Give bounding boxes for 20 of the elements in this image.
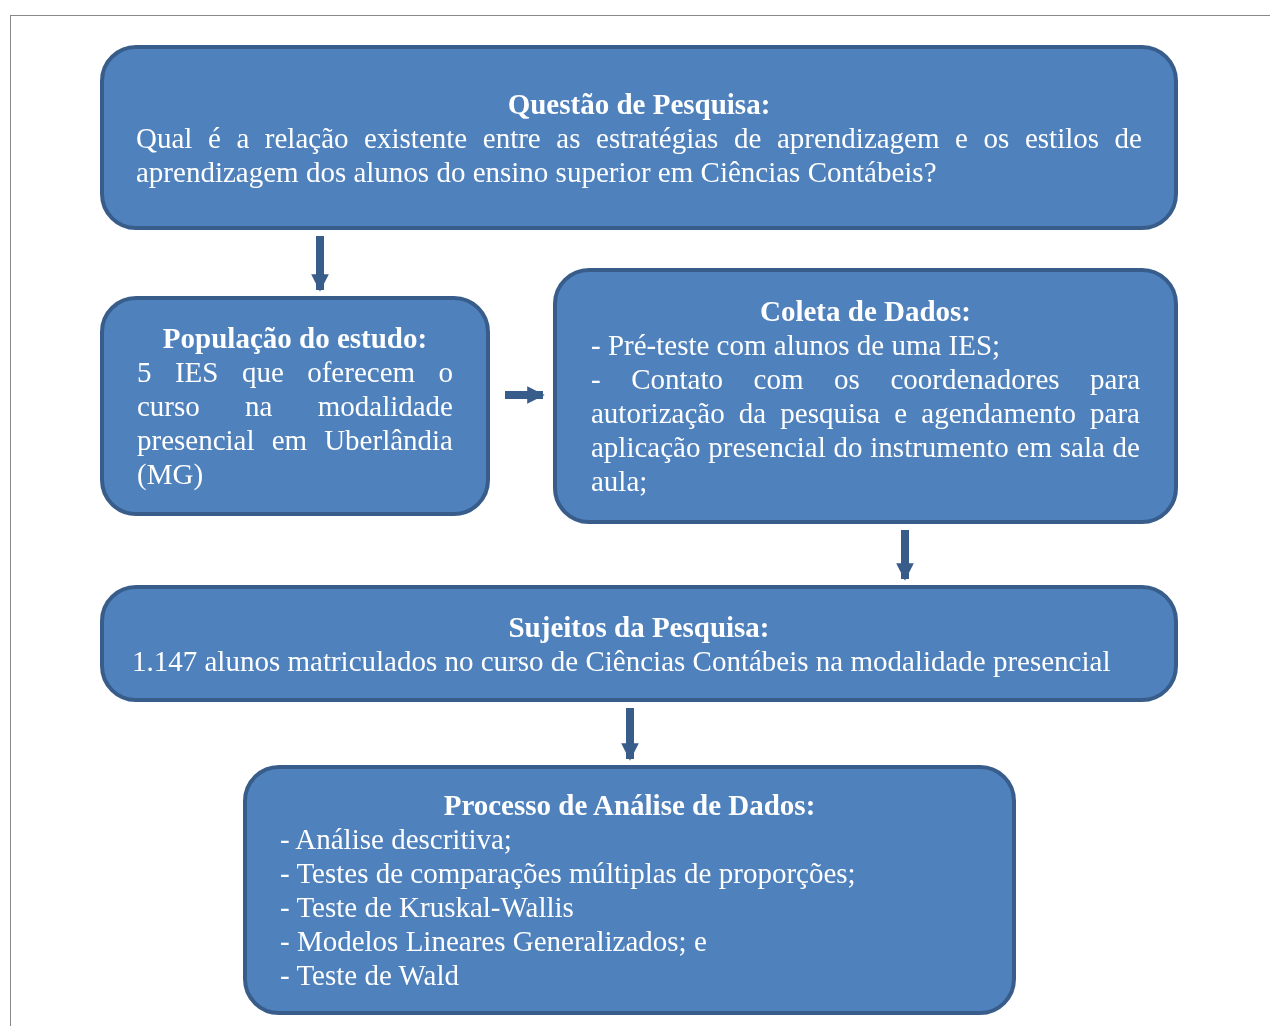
process-box: [553, 268, 1178, 524]
process-box: [100, 45, 1178, 230]
box-text: - Teste de Kruskal-Wallis: [280, 890, 575, 924]
box-text: 1.147 alunos matriculados no curso de Ciências Contábeis na modalidade presencial: [132, 643, 1112, 678]
box-heading: Processo de Análise de Dados:: [442, 788, 817, 822]
box-text: - Testes de comparações múltiplas de proporções;: [280, 856, 857, 890]
box-heading: Coleta de Dados:: [758, 294, 972, 328]
box-text: 5 IES que oferecem o curso na modalidade presencial em Uberlândia (MG): [137, 355, 453, 491]
box-text: - Teste de Wald: [280, 958, 460, 992]
process-box: [100, 296, 490, 516]
box-text: - Modelos Lineares Generalizados; e: [280, 924, 708, 958]
box-text: - Análise descritiva;: [280, 822, 513, 856]
box-text: - Pré-teste com alunos de uma IES;: [591, 328, 1002, 362]
box-heading: Questão de Pesquisa:: [506, 86, 772, 121]
box-text: Qual é a relação existente entre as estratégias de aprendizagem e os estilos de aprendizagem dos alunos do ensino superior em Ciências Contábeis?: [136, 120, 1142, 189]
box-heading: Sujeitos da Pesquisa:: [507, 609, 771, 644]
process-box: [243, 765, 1016, 1015]
process-box: [100, 585, 1178, 702]
box-text: - Contato com os coordenadores para autorização da pesquisa e agendamento para aplicação presencial do instrumento em sala de aula;: [591, 362, 1140, 498]
box-heading: População do estudo:: [161, 321, 429, 355]
